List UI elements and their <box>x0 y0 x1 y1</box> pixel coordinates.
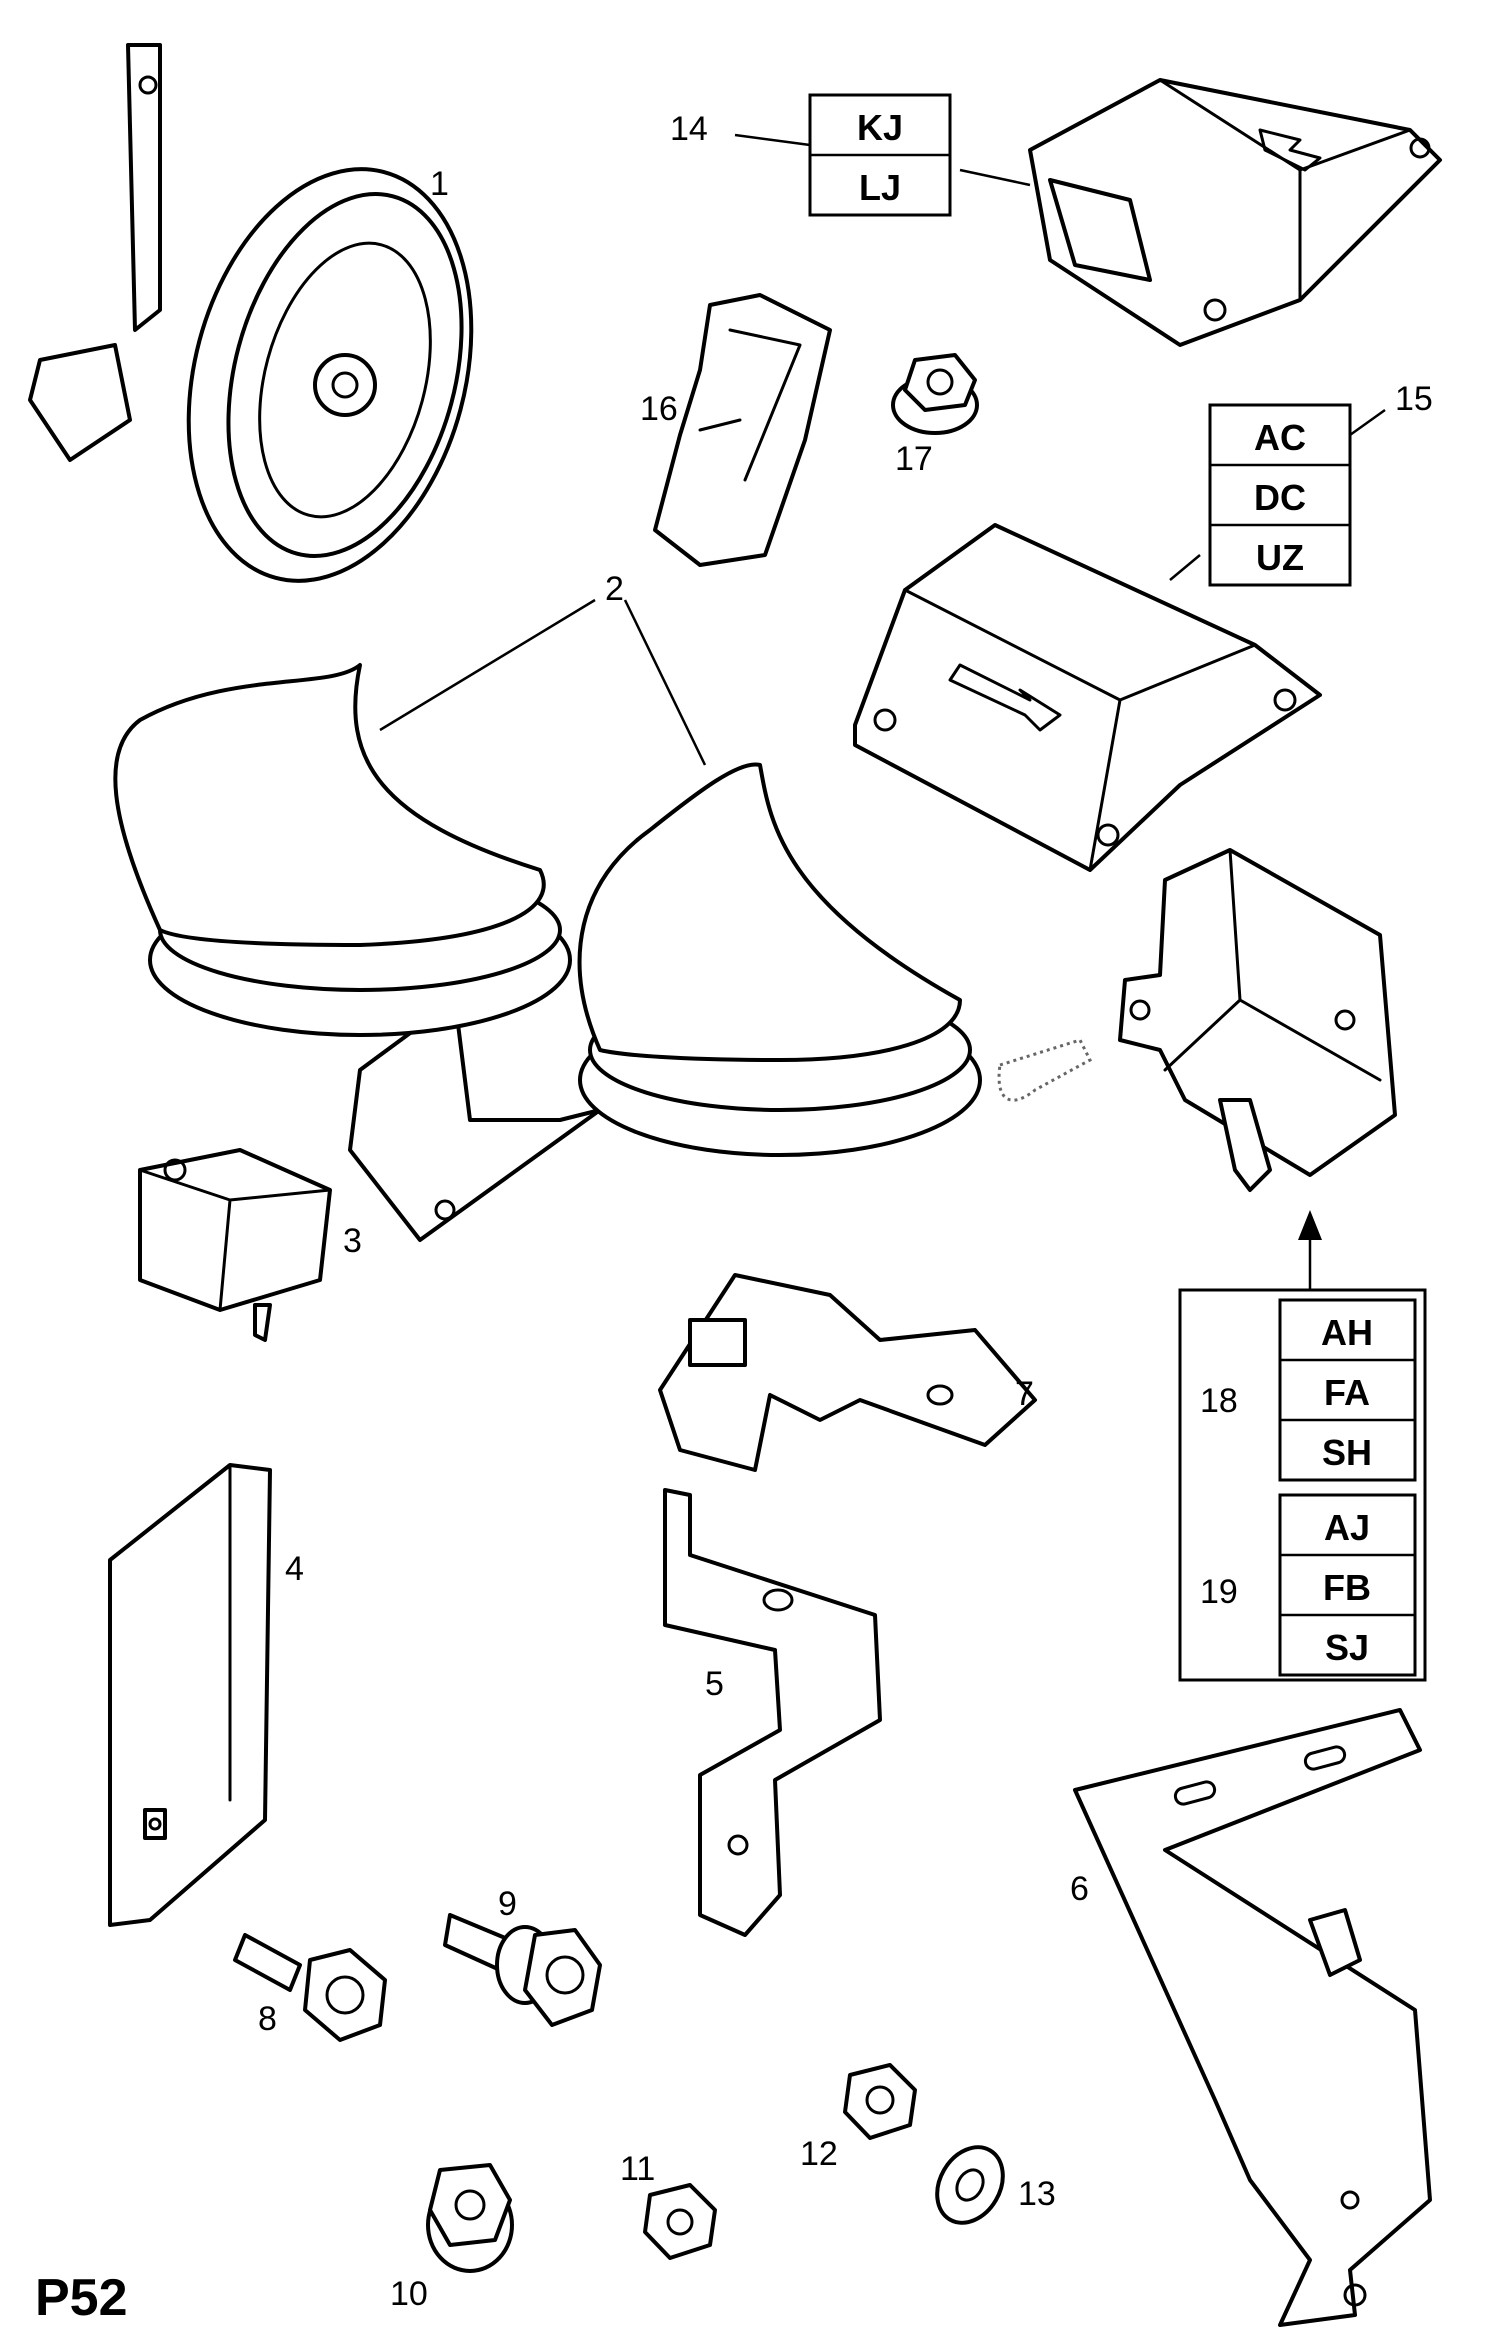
part-10-flange-nut <box>426 2163 514 2273</box>
code-dc: DC <box>1254 477 1306 518</box>
callout-6: 6 <box>1070 1870 1089 1908</box>
callout-13: 13 <box>1018 2175 1056 2213</box>
code-uz: UZ <box>1256 537 1304 578</box>
part-16-clip <box>653 293 832 567</box>
code-ac: AC <box>1254 417 1306 458</box>
callout-4: 4 <box>285 1550 304 1588</box>
part-8-bolt <box>233 1933 387 2042</box>
code-ah: AH <box>1321 1312 1373 1353</box>
code-sj: SJ <box>1325 1627 1369 1668</box>
part-12-nut <box>843 2063 917 2140</box>
callout-19: 19 <box>1200 1573 1238 1611</box>
code-fb: FB <box>1323 1567 1371 1608</box>
part-13-washer <box>935 2145 1005 2225</box>
part-18-19-module <box>997 848 1397 1192</box>
code-kj: KJ <box>857 107 903 148</box>
part-1-disc-horn <box>28 43 474 583</box>
callout-5: 5 <box>705 1665 724 1703</box>
callout-9: 9 <box>498 1885 517 1923</box>
code-frame-18-19: AH FA SH AJ FB SJ <box>1178 1288 1427 1682</box>
code-group-14: KJ LJ <box>808 93 952 217</box>
callout-1: 1 <box>430 165 449 203</box>
callout-3: 3 <box>343 1222 362 1260</box>
callout-18: 18 <box>1200 1382 1238 1420</box>
code-group-15: AC DC UZ <box>1208 403 1352 587</box>
callout-15: 15 <box>1395 380 1433 418</box>
callout-numbers: 1 2 3 4 5 6 7 8 9 10 11 12 13 14 15 16 1… <box>258 110 1433 2313</box>
page-id: P52 <box>35 2269 128 2327</box>
part-15-control-module <box>853 523 1322 872</box>
callout-17: 17 <box>895 440 933 478</box>
part-17-flange-nut <box>891 353 979 435</box>
callout-14: 14 <box>670 110 708 148</box>
callout-8: 8 <box>258 2000 277 2038</box>
part-11-nut <box>643 2183 717 2260</box>
part-2-snail-horns <box>113 663 982 1242</box>
callout-7: 7 <box>1015 1375 1034 1413</box>
leader-lines <box>379 133 1386 1592</box>
callout-2: 2 <box>605 570 624 608</box>
part-3-relay <box>138 1148 332 1342</box>
code-aj: AJ <box>1324 1507 1370 1548</box>
callout-11: 11 <box>620 2150 655 2188</box>
code-sh: SH <box>1322 1432 1372 1473</box>
code-lj: LJ <box>859 167 901 208</box>
part-4-bracket <box>108 1463 272 1927</box>
arrow-head-icon <box>1298 1210 1322 1240</box>
part-6-bracket <box>1073 1708 1432 2327</box>
code-fa: FA <box>1324 1372 1370 1413</box>
part-7-bracket <box>658 1273 1037 1472</box>
part-14-control-module <box>1028 78 1442 347</box>
callout-10: 10 <box>390 2275 428 2313</box>
part-5-bracket <box>663 1488 882 1937</box>
part-9-bolt <box>443 1913 602 2027</box>
callout-12: 12 <box>800 2135 838 2173</box>
callout-16: 16 <box>640 390 678 428</box>
